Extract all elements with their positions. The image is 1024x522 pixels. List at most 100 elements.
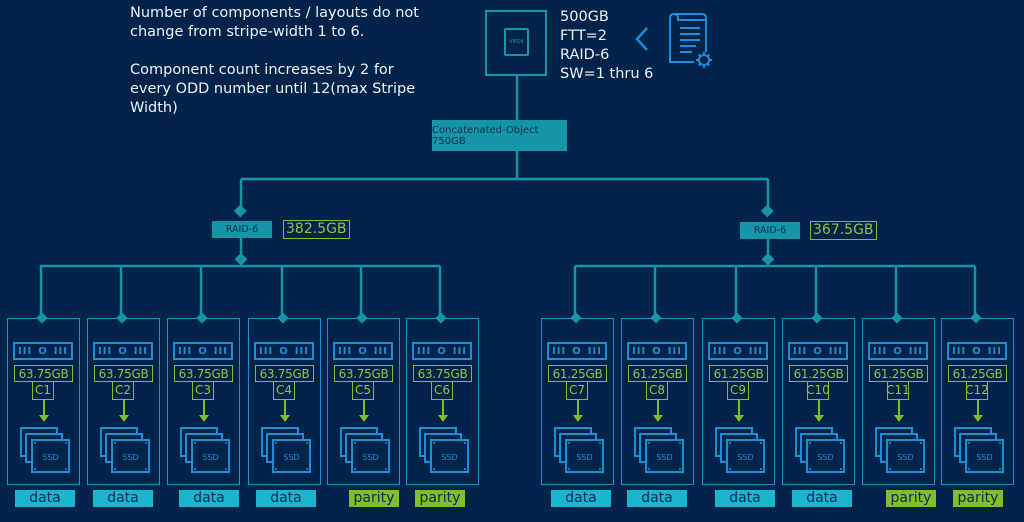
ssd-label: SSD xyxy=(897,453,913,462)
role-tag-parity: parity xyxy=(886,490,936,507)
ssd-stack-icon: SSD xyxy=(795,427,845,473)
component-id: C12 xyxy=(965,381,989,400)
ssd-label: SSD xyxy=(122,453,138,462)
ssd-stack-icon: SSD xyxy=(875,427,925,473)
arrow-down-icon xyxy=(119,400,129,422)
raid6-node-left[interactable]: RAID-6 xyxy=(212,221,272,238)
component-id: C9 xyxy=(727,381,749,400)
ssd-stack-icon: SSD xyxy=(954,427,1004,473)
ssd-label: SSD xyxy=(817,453,833,462)
note-line-2: Component count increases by 2 for every… xyxy=(130,62,416,116)
vmdk-raid: RAID-6 xyxy=(560,47,610,63)
raid6-capacity-left: 382.5GB xyxy=(283,220,350,239)
component-size: 61.25GB xyxy=(548,365,607,382)
vmdk-stripe-width: SW=1 thru 6 xyxy=(560,66,654,82)
junction-diamond xyxy=(233,204,247,218)
arrow-down-icon xyxy=(438,400,448,422)
component-size: 61.25GB xyxy=(869,365,928,382)
role-tag-data: data xyxy=(179,490,239,507)
junction-diamond xyxy=(761,252,775,266)
junction-diamond xyxy=(760,204,774,218)
arrow-down-icon xyxy=(573,400,583,422)
component-id: C3 xyxy=(192,381,214,400)
chevron-left-icon xyxy=(635,27,648,51)
component-size: 61.25GB xyxy=(628,365,687,382)
component-size: 61.25GB xyxy=(948,365,1007,382)
arrow-down-icon xyxy=(814,400,824,422)
ssd-label: SSD xyxy=(202,453,218,462)
raid6-capacity-right: 367.5GB xyxy=(810,221,877,240)
ssd-label: SSD xyxy=(362,453,378,462)
ssd-label: SSD xyxy=(42,453,58,462)
component-id: C1 xyxy=(32,381,54,400)
role-tag-data: data xyxy=(93,490,153,507)
concatenated-object-node[interactable]: Concatenated-Object 750GB xyxy=(432,120,567,151)
note-line-1: Number of components / layouts do not ch… xyxy=(130,5,419,40)
ssd-stack-icon: SSD xyxy=(554,427,604,473)
component-id: C6 xyxy=(431,381,453,400)
component-size: 63.75GB xyxy=(174,365,233,382)
role-tag-data: data xyxy=(792,490,852,507)
ssd-label: SSD xyxy=(656,453,672,462)
ssd-label: SSD xyxy=(283,453,299,462)
role-tag-parity: parity xyxy=(953,490,1003,507)
arrow-down-icon xyxy=(653,400,663,422)
arrow-down-icon xyxy=(973,400,983,422)
ssd-stack-icon: SSD xyxy=(180,427,230,473)
role-tag-data: data xyxy=(551,490,611,507)
component-id: C11 xyxy=(886,381,910,400)
ssd-stack-icon: SSD xyxy=(261,427,311,473)
junction-diamond xyxy=(234,252,248,266)
component-size: 61.25GB xyxy=(709,365,768,382)
vmdk-label: VMDK xyxy=(509,39,524,45)
role-tag-data: data xyxy=(715,490,775,507)
component-id: C8 xyxy=(646,381,668,400)
role-tag-data: data xyxy=(15,490,75,507)
ssd-label: SSD xyxy=(737,453,753,462)
role-tag-parity: parity xyxy=(415,490,465,507)
role-tag-parity: parity xyxy=(349,490,399,507)
vmdk-size: 500GB xyxy=(560,9,609,25)
ssd-stack-icon: SSD xyxy=(340,427,390,473)
ssd-stack-icon: SSD xyxy=(100,427,150,473)
ssd-stack-icon: SSD xyxy=(715,427,765,473)
raid6-node-right[interactable]: RAID-6 xyxy=(740,222,800,239)
arrow-down-icon xyxy=(894,400,904,422)
component-size: 63.75GB xyxy=(334,365,393,382)
ssd-label: SSD xyxy=(976,453,992,462)
arrow-down-icon xyxy=(280,400,290,422)
component-id: C10 xyxy=(806,381,830,400)
arrow-down-icon xyxy=(734,400,744,422)
stripe-width-notes: Number of components / layouts do not ch… xyxy=(130,4,430,137)
component-size: 61.25GB xyxy=(789,365,848,382)
component-id: C5 xyxy=(352,381,374,400)
ssd-stack-icon: SSD xyxy=(634,427,684,473)
role-tag-data: data xyxy=(627,490,687,507)
storage-policy-document-gear-icon xyxy=(669,13,712,68)
ssd-label: SSD xyxy=(576,453,592,462)
arrow-down-icon xyxy=(39,400,49,422)
component-id: C4 xyxy=(273,381,295,400)
